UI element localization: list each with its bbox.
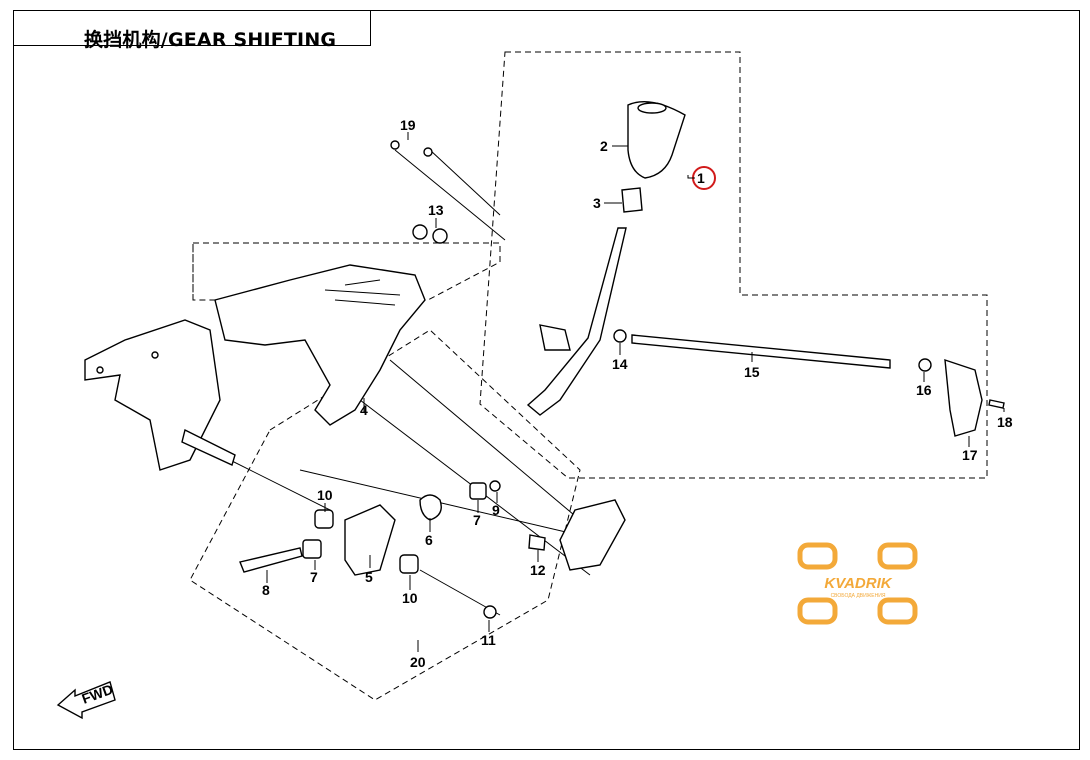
page-title: 换挡机构/GEAR SHIFTING (84, 29, 337, 51)
axis-line (429, 149, 501, 216)
washer-9 (489, 480, 501, 492)
nut-16 (918, 358, 932, 372)
callout-14: 14 (612, 356, 628, 372)
group-outline-bracket (192, 242, 501, 301)
callout-3: 3 (593, 195, 601, 211)
leader (687, 175, 695, 179)
shift-rod (631, 334, 891, 369)
shift-arm (944, 358, 983, 437)
nut-13b (432, 228, 448, 244)
axis-line (299, 469, 601, 541)
diagram-frame (13, 10, 1080, 750)
bolt-19b (423, 147, 433, 157)
callout-9: 9 (492, 502, 500, 518)
pivot-bracket (344, 504, 396, 576)
callout-12: 12 (530, 562, 546, 578)
bolt-19a (390, 140, 400, 150)
lever-pivot (539, 324, 571, 351)
spring (419, 494, 442, 521)
callout-16: 16 (916, 382, 932, 398)
washer-11 (483, 605, 497, 619)
pivot-shaft (181, 428, 236, 466)
bushing-7b (302, 539, 322, 559)
watermark-brand: KVADRIK (824, 575, 892, 592)
jam-nut (621, 187, 643, 213)
nut-14 (613, 329, 627, 343)
watermark-logo: KVADRIK СВОБОДА ДВИЖЕНИЯ (797, 542, 918, 625)
mount-hole (151, 351, 159, 359)
callout-7b: 7 (310, 569, 318, 585)
fwd-arrow (56, 681, 116, 720)
group-outline-shifter (479, 51, 988, 479)
bolt-18 (988, 399, 1005, 409)
shift-housing (559, 499, 626, 571)
callout-1: 1 (697, 170, 705, 186)
title-box: 换挡机构/GEAR SHIFTING (13, 10, 371, 51)
callout-4: 4 (360, 402, 368, 418)
callout-7a: 7 (473, 512, 481, 528)
axis-line (229, 459, 331, 511)
callout-11: 11 (481, 632, 496, 648)
gate-slots (324, 279, 401, 306)
callout-2: 2 (600, 138, 608, 154)
callout-13: 13 (428, 202, 444, 218)
pivot-bolt (239, 547, 303, 573)
callout-15: 15 (744, 364, 760, 380)
callout-10a: 10 (317, 487, 333, 503)
shift-lever-rod (526, 227, 627, 416)
bushing-7a (469, 482, 487, 500)
bolt-12 (528, 534, 546, 551)
knob-emblem (637, 102, 667, 114)
callout-17: 17 (962, 447, 978, 463)
callout-20: 20 (410, 654, 426, 670)
callout-19: 19 (400, 117, 416, 133)
watermark-tagline: СВОБОДА ДВИЖЕНИЯ (831, 593, 886, 599)
callout-8: 8 (262, 582, 270, 598)
bushing-10b (399, 554, 419, 574)
callout-6: 6 (425, 532, 433, 548)
mount-hole (96, 366, 104, 374)
nut-13a (412, 224, 428, 240)
callout-5: 5 (365, 569, 373, 585)
callout-18: 18 (997, 414, 1013, 430)
axis-line (394, 149, 506, 241)
shifter-bracket (214, 264, 426, 426)
bushing-10a (314, 509, 334, 529)
axis-line (389, 359, 581, 521)
callout-10b: 10 (402, 590, 418, 606)
